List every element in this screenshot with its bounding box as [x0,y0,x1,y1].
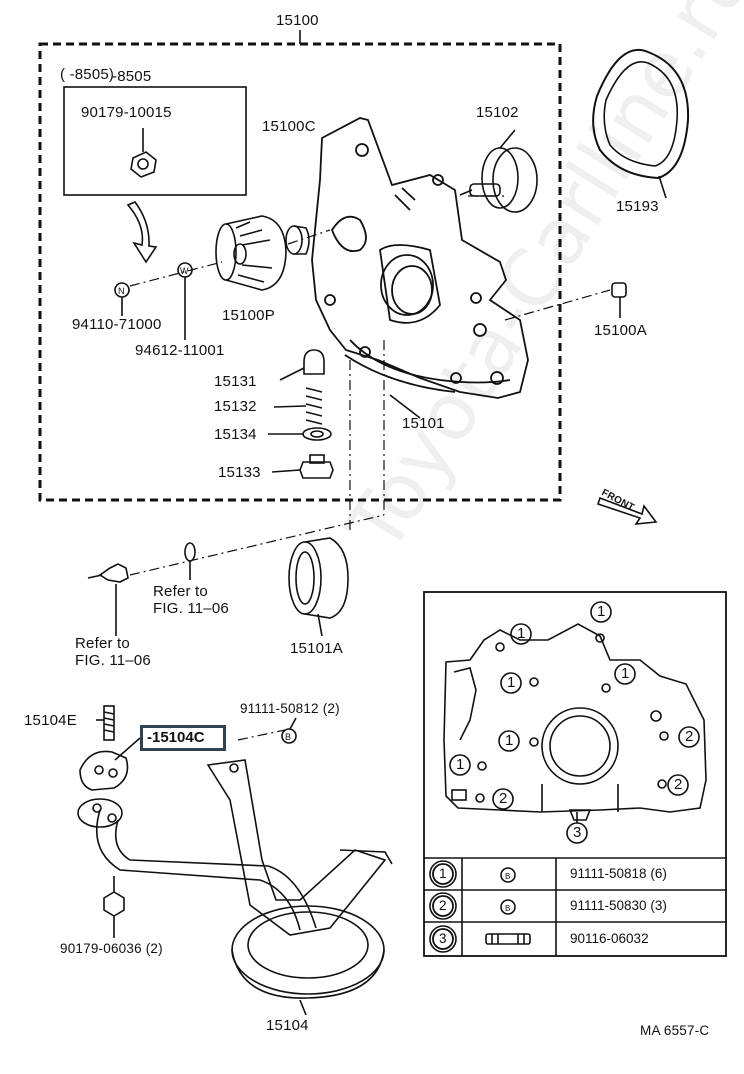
marker-w: W [180,266,189,276]
marker-n: N [118,286,125,296]
face-callout-1e: 1 [505,732,514,749]
rotor-drawing [459,129,538,213]
face-callout-3: 3 [573,824,582,841]
table-type-1: B [505,872,511,881]
label-90179-10015: 90179-10015 [81,104,172,121]
label-91111-50812: 91111-50812 (2) [240,701,340,716]
inset-arrow [126,201,158,264]
label-15100: 15100 [276,12,319,29]
label-15101: 15101 [402,415,445,432]
label-8505: -8505 [112,68,152,85]
label-15100C: 15100C [262,118,316,135]
label-15104C-highlighted[interactable]: -15104C [140,725,226,751]
bolt-table-box [423,591,727,957]
oil-pump-body-drawing [311,117,529,399]
marker-b: B [285,732,292,742]
table-part-2: 91111-50830 (3) [570,898,667,913]
face-callout-1f: 1 [456,756,465,773]
table-part-3: 90116-06032 [570,931,649,946]
label-15100P: 15100P [222,307,275,324]
refer-a-line2: FIG. 11–06 [153,600,229,617]
pressure-switch-drawing [87,542,196,636]
face-callout-1c: 1 [507,674,516,691]
oil-strainer-drawing [77,759,393,1016]
label-90179-06036: 90179-06036 (2) [60,941,163,956]
front-arrow [596,496,658,525]
drive-gear-drawing [215,215,287,291]
inset-box [63,86,247,196]
label-94612-11001: 94612-11001 [135,342,225,359]
relief-valve-drawing [268,349,334,479]
strainer-gasket-drawing [79,737,141,791]
table-type-2: B [505,904,511,913]
oil-seal-small-drawing [285,225,310,255]
label-15133: 15133 [218,464,261,481]
label-prior-range: ( -8505) [60,66,115,83]
face-callout-1b: 1 [517,625,526,642]
oil-seal-large-drawing [288,537,349,637]
face-callouts [429,601,700,953]
table-key-3: 3 [439,931,447,946]
refer-b-line1: Refer to [75,635,130,652]
face-callout-2b: 2 [685,728,694,745]
label-15131: 15131 [214,373,257,390]
refer-a-line1: Refer to [153,583,208,600]
strainer-nut-drawing [103,876,125,938]
plug-drawing [611,282,627,318]
table-key-1: 1 [439,866,447,881]
label-15102: 15102 [476,104,519,121]
face-callout-2c: 2 [674,776,683,793]
label-15132: 15132 [214,398,257,415]
table-key-2: 2 [439,898,447,913]
figure-code: MA 6557-C [640,1023,710,1038]
inset-nut-drawing [130,128,157,178]
label-94110-71000: 94110-71000 [72,316,162,333]
table-part-1: 91111-50818 (6) [570,866,667,881]
label-15134: 15134 [214,426,257,443]
stud-drawing [96,705,115,741]
label-15104E: 15104E [24,712,77,729]
label-15100A: 15100A [594,322,647,339]
label-15104: 15104 [266,1017,309,1034]
label-15193: 15193 [616,198,659,215]
face-callout-2a: 2 [499,790,508,807]
gasket-15193-drawing [592,48,690,180]
label-15101A: 15101A [290,640,343,657]
refer-b-line2: FIG. 11–06 [75,652,151,669]
face-callout-1a: 1 [597,603,606,620]
pump-face-view [443,623,707,821]
face-callout-1d: 1 [621,665,630,682]
